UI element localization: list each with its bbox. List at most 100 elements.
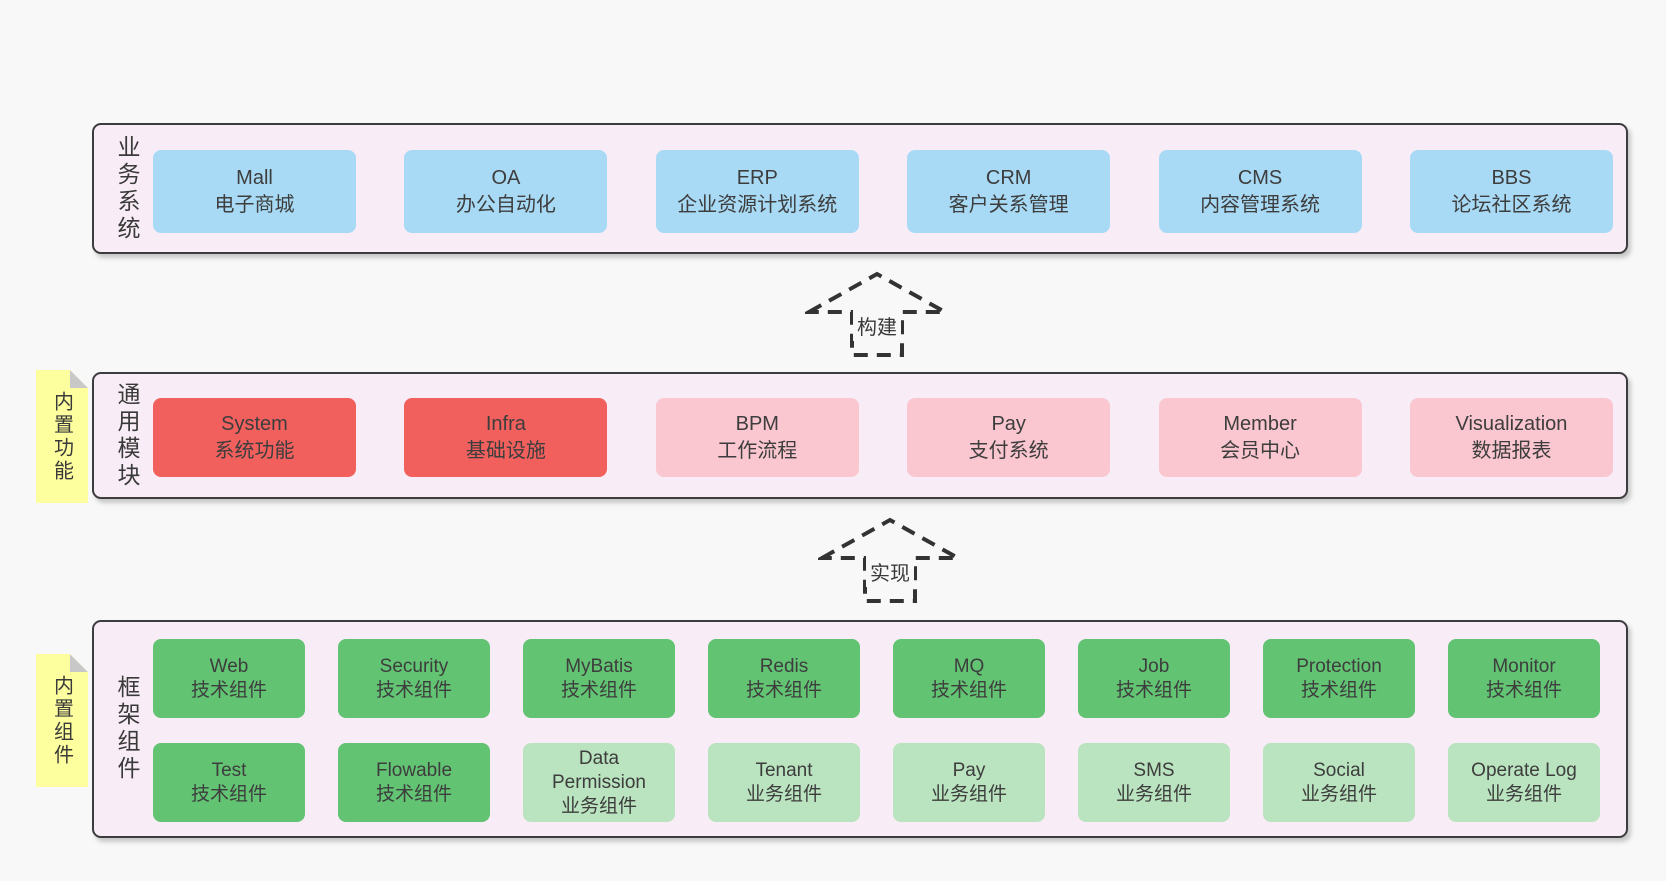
implement-arrow: 实现 [818, 514, 962, 604]
box-security: Security 技术组件 [338, 639, 490, 718]
box-title: Tenant [755, 759, 813, 781]
layer-business-systems: 业务系统 Mall 电子商城 OA 办公自动化 ERP 企业资源计划系统 CRM… [92, 123, 1628, 254]
box-title: BBS [1491, 166, 1532, 189]
layer-label-common-modules: 通用模块 [114, 381, 140, 490]
box-subtitle: 支付系统 [968, 439, 1049, 462]
box-social: Social 业务组件 [1263, 743, 1415, 822]
box-subtitle: 技术组件 [930, 679, 1007, 701]
box-title: Pay [991, 412, 1026, 435]
arrow-label-implement: 实现 [866, 556, 914, 587]
arrow-label-build: 构建 [853, 310, 901, 341]
box-title: OA [491, 166, 521, 189]
box-sms: SMS 业务组件 [1078, 743, 1230, 822]
box-title: ERP [736, 166, 778, 189]
layer-label-framework-components: 框架组件 [114, 675, 140, 783]
box-cms: CMS 内容管理系统 [1158, 150, 1362, 233]
box-subtitle: 业务组件 [1485, 783, 1562, 805]
box-title: MyBatis [565, 655, 633, 677]
box-title: Web [209, 655, 249, 677]
box-subtitle: 企业资源计划系统 [677, 193, 838, 216]
dashed-up-arrow-icon [818, 517, 962, 603]
box-title: SMS [1133, 759, 1175, 781]
folded-corner-icon [70, 654, 88, 672]
box-oa: OA 办公自动化 [404, 150, 608, 233]
box-subtitle: 技术组件 [745, 679, 822, 701]
box-protection: Protection 技术组件 [1263, 639, 1415, 718]
box-subtitle: 论坛社区系统 [1451, 193, 1572, 216]
layer-common-modules: 通用模块 System 系统功能 Infra 基础设施 BPM 工作流程 Pay… [92, 372, 1628, 499]
box-subtitle: 客户关系管理 [948, 193, 1069, 216]
sticky-note-label: 内置功能 [50, 390, 73, 483]
box-subtitle: 业务组件 [745, 783, 822, 805]
box-title: Security [379, 655, 449, 677]
box-title: Data Permission [552, 747, 646, 793]
box-system: System 系统功能 [153, 398, 356, 477]
box-mall: Mall 电子商城 [153, 150, 356, 233]
box-erp: ERP 企业资源计划系统 [655, 150, 859, 233]
layer-label-business-systems: 业务系统 [114, 134, 140, 243]
box-title: Protection [1296, 655, 1382, 677]
box-test: Test 技术组件 [153, 743, 305, 822]
box-pay-component: Pay 业务组件 [893, 743, 1045, 822]
box-subtitle: 技术组件 [1485, 679, 1562, 701]
box-tenant: Tenant 业务组件 [708, 743, 860, 822]
box-title: BPM [735, 412, 779, 435]
box-subtitle: 技术组件 [1115, 679, 1192, 701]
box-title: Social [1313, 759, 1365, 781]
box-subtitle: 工作流程 [717, 439, 798, 462]
box-title: Operate Log [1471, 759, 1577, 781]
box-subtitle: 会员中心 [1220, 439, 1301, 462]
box-bbs: BBS 论坛社区系统 [1409, 150, 1613, 233]
box-member: Member 会员中心 [1158, 398, 1362, 477]
box-title: MQ [953, 655, 985, 677]
framework-row-2: Test 技术组件 Flowable 技术组件 Data Permission … [153, 743, 1600, 822]
box-subtitle: 业务组件 [1115, 783, 1192, 805]
build-arrow: 构建 [805, 268, 949, 358]
box-subtitle: 业务组件 [1300, 783, 1377, 805]
box-title: Flowable [375, 759, 453, 781]
box-subtitle: 技术组件 [560, 679, 637, 701]
framework-row-1: Web 技术组件 Security 技术组件 MyBatis 技术组件 Redi… [153, 639, 1600, 718]
box-subtitle: 技术组件 [375, 679, 452, 701]
box-visualization: Visualization 数据报表 [1409, 398, 1613, 477]
layer-framework-components: 框架组件 Web 技术组件 Security 技术组件 MyBatis 技术组件… [92, 620, 1628, 838]
box-subtitle: 技术组件 [1300, 679, 1377, 701]
box-title: Mall [236, 166, 273, 189]
box-title: Redis [759, 655, 809, 677]
box-title: Monitor [1492, 655, 1556, 677]
box-subtitle: 电子商城 [214, 193, 295, 216]
box-subtitle: 业务组件 [560, 795, 637, 817]
box-infra: Infra 基础设施 [404, 398, 608, 477]
box-subtitle: 基础设施 [465, 439, 546, 462]
box-bpm: BPM 工作流程 [655, 398, 859, 477]
box-operate-log: Operate Log 业务组件 [1448, 743, 1600, 822]
box-title: Infra [485, 412, 526, 435]
box-title: Test [211, 759, 247, 781]
box-redis: Redis 技术组件 [708, 639, 860, 718]
box-mq: MQ 技术组件 [893, 639, 1045, 718]
sticky-note-built-in-components: 内置组件 [36, 654, 88, 787]
common-boxes-row: System 系统功能 Infra 基础设施 BPM 工作流程 Pay 支付系统… [153, 398, 1613, 477]
box-title: Job [1138, 655, 1170, 677]
box-subtitle: 技术组件 [190, 783, 267, 805]
box-title: Pay [952, 759, 986, 781]
box-subtitle: 业务组件 [930, 783, 1007, 805]
business-boxes-row: Mall 电子商城 OA 办公自动化 ERP 企业资源计划系统 CRM 客户关系… [153, 150, 1613, 233]
box-title: Member [1223, 412, 1297, 435]
box-subtitle: 系统功能 [214, 439, 295, 462]
box-title: CRM [985, 166, 1032, 189]
box-pay-system: Pay 支付系统 [907, 398, 1111, 477]
box-job: Job 技术组件 [1078, 639, 1230, 718]
box-data-permission: Data Permission 业务组件 [523, 743, 675, 822]
box-subtitle: 技术组件 [190, 679, 267, 701]
box-monitor: Monitor 技术组件 [1448, 639, 1600, 718]
box-mybatis: MyBatis 技术组件 [523, 639, 675, 718]
box-web: Web 技术组件 [153, 639, 305, 718]
box-subtitle: 技术组件 [375, 783, 452, 805]
box-crm: CRM 客户关系管理 [907, 150, 1111, 233]
box-subtitle: 办公自动化 [455, 193, 556, 216]
box-flowable: Flowable 技术组件 [338, 743, 490, 822]
box-subtitle: 数据报表 [1471, 439, 1552, 462]
sticky-note-label: 内置组件 [50, 674, 73, 767]
sticky-note-built-in-features: 内置功能 [36, 370, 88, 503]
